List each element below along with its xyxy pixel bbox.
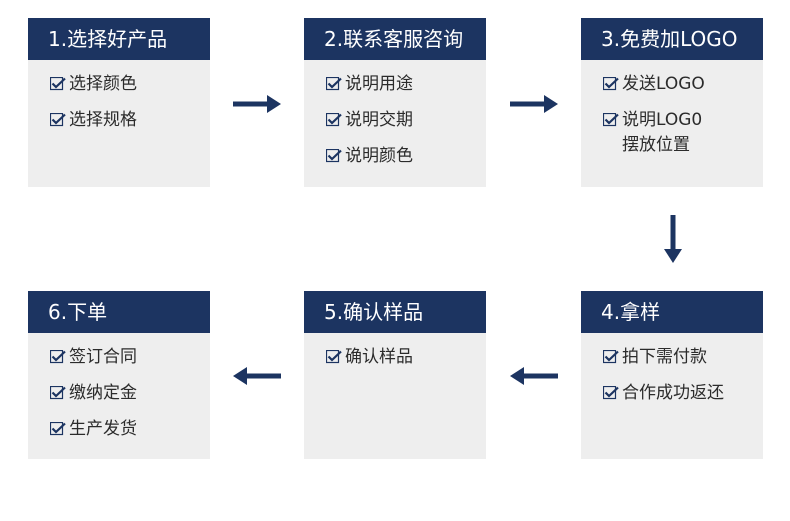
- step-card-6: 6.下单 签订合同 缴纳定金 生产发货: [28, 291, 210, 459]
- list-item: 说明LOG0 摆放位置: [603, 108, 763, 158]
- check-mark-icon: [326, 350, 342, 364]
- check-mark-icon: [603, 386, 619, 400]
- step-items: 拍下需付款 合作成功返还: [581, 333, 763, 406]
- check-mark-icon: [50, 77, 66, 91]
- step-title: 3.免费加LOGO: [581, 18, 763, 60]
- check-mark-icon: [603, 113, 619, 127]
- step-items: 发送LOGO 说明LOG0 摆放位置: [581, 60, 763, 158]
- step-items: 选择颜色 选择规格: [28, 60, 210, 133]
- list-item: 选择颜色: [50, 72, 210, 97]
- check-mark-icon: [603, 77, 619, 91]
- list-item: 拍下需付款: [603, 345, 763, 370]
- check-mark-icon: [50, 113, 66, 127]
- step-card-1: 1.选择好产品 选择颜色 选择规格: [28, 18, 210, 187]
- step-items: 确认样品: [304, 333, 486, 370]
- step-card-2: 2.联系客服咨询 说明用途 说明交期 说明颜色: [304, 18, 486, 187]
- step-items: 说明用途 说明交期 说明颜色: [304, 60, 486, 169]
- check-mark-icon: [603, 350, 619, 364]
- list-item: 说明颜色: [326, 144, 486, 169]
- check-mark-icon: [326, 77, 342, 91]
- check-mark-icon: [50, 422, 66, 436]
- list-item: 说明用途: [326, 72, 486, 97]
- step-title: 6.下单: [28, 291, 210, 333]
- list-item: 签订合同: [50, 345, 210, 370]
- step-card-3: 3.免费加LOGO 发送LOGO 说明LOG0 摆放位置: [581, 18, 763, 187]
- arrow-left-icon: [510, 367, 558, 385]
- check-mark-icon: [50, 350, 66, 364]
- check-mark-icon: [326, 113, 342, 127]
- list-item: 生产发货: [50, 417, 210, 442]
- list-item: 发送LOGO: [603, 72, 763, 97]
- arrow-left-icon: [233, 367, 281, 385]
- step-items: 签订合同 缴纳定金 生产发货: [28, 333, 210, 442]
- list-item: 缴纳定金: [50, 381, 210, 406]
- step-title: 1.选择好产品: [28, 18, 210, 60]
- step-card-5: 5.确认样品 确认样品: [304, 291, 486, 459]
- list-item: 选择规格: [50, 108, 210, 133]
- step-title: 2.联系客服咨询: [304, 18, 486, 60]
- list-item: 说明交期: [326, 108, 486, 133]
- arrow-down-icon: [664, 215, 682, 263]
- list-item: 确认样品: [326, 345, 486, 370]
- list-item: 合作成功返还: [603, 381, 763, 406]
- check-mark-icon: [50, 386, 66, 400]
- check-mark-icon: [326, 149, 342, 163]
- step-card-4: 4.拿样 拍下需付款 合作成功返还: [581, 291, 763, 459]
- step-title: 4.拿样: [581, 291, 763, 333]
- arrow-right-icon: [233, 95, 281, 113]
- step-title: 5.确认样品: [304, 291, 486, 333]
- arrow-right-icon: [510, 95, 558, 113]
